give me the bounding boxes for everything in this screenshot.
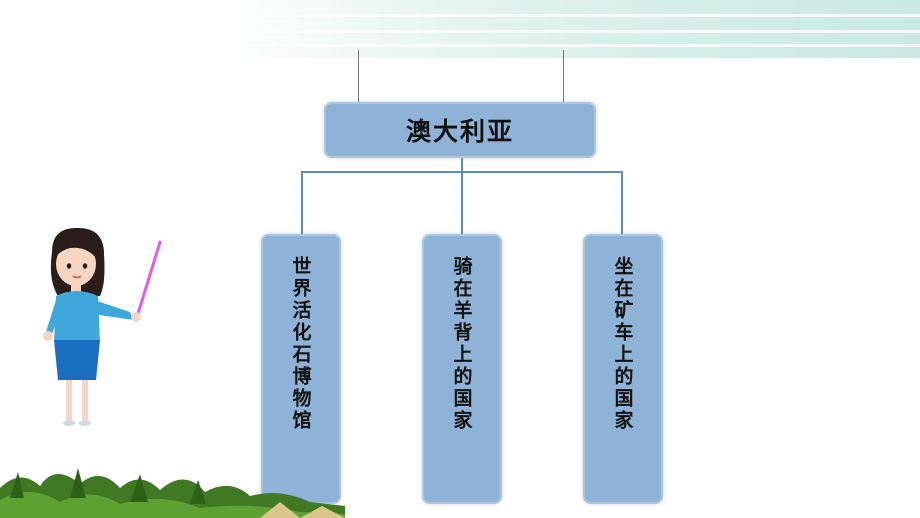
connector-child-2: [461, 171, 463, 234]
connector-child-1: [301, 171, 303, 234]
child-node-3: 坐在矿车上的国家: [583, 234, 663, 504]
child-node-1: 世界活化石博物馆: [261, 234, 341, 504]
hanging-string-right: [563, 50, 564, 112]
header-banner: [230, 0, 920, 58]
grass-decoration: [0, 468, 345, 518]
hanging-string-left: [358, 50, 359, 112]
teacher-illustration: [43, 227, 162, 426]
connector-root-stem: [461, 158, 463, 172]
root-node: 澳大利亚: [324, 102, 596, 158]
child-node-1-label: 世界活化石博物馆: [289, 256, 312, 432]
child-node-3-label: 坐在矿车上的国家: [611, 256, 634, 432]
connector-child-3: [621, 171, 623, 234]
root-node-label: 澳大利亚: [405, 117, 514, 146]
child-node-2: 骑在羊背上的国家: [422, 234, 502, 504]
child-node-2-label: 骑在羊背上的国家: [450, 256, 473, 432]
